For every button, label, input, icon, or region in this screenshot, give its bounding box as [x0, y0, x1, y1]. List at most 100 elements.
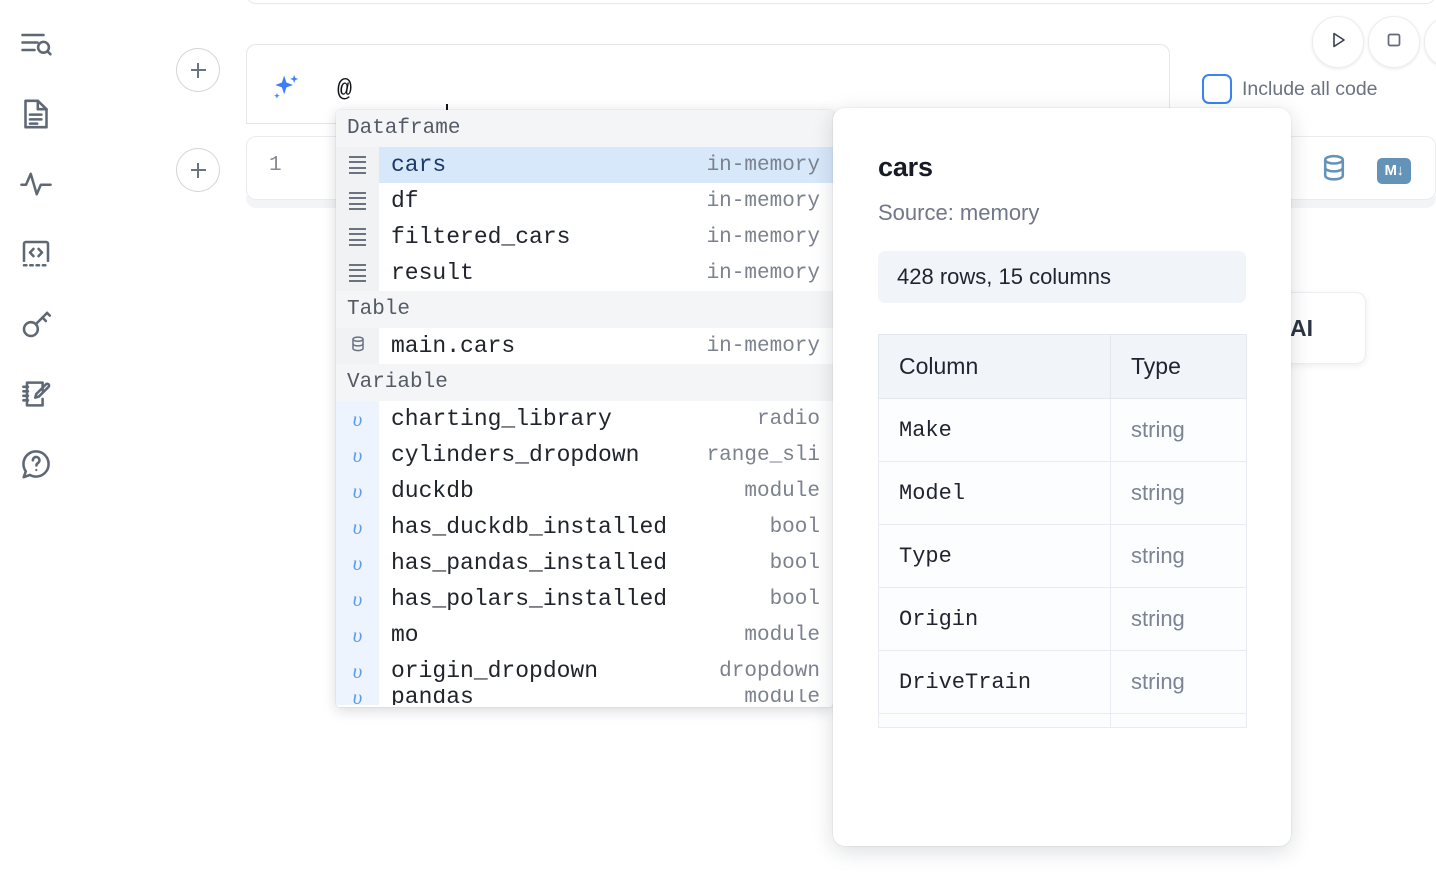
autocomplete-item-label: result	[391, 260, 474, 286]
left-icon-rail	[0, 0, 72, 874]
autocomplete-item-type: range_sli	[706, 443, 820, 467]
autocomplete-item-icon	[336, 219, 379, 255]
autocomplete-item-icon: υ	[336, 401, 379, 437]
doc-table-header-cell: Type	[1110, 334, 1247, 399]
question-chat-icon	[18, 446, 54, 482]
plus-icon	[190, 162, 206, 178]
stop-cell-button[interactable]	[1368, 16, 1420, 68]
completion-documentation-panel: cars Source: memory 428 rows, 15 columns…	[833, 108, 1291, 846]
doc-column-type	[1110, 713, 1247, 728]
autocomplete-item-type: bool	[769, 551, 820, 575]
activity-pulse-icon	[17, 165, 55, 203]
autocomplete-item-icon	[336, 183, 379, 219]
database-icon	[348, 334, 368, 359]
autocomplete-item-icon: υ	[336, 437, 379, 473]
autocomplete-item-label: main.cars	[391, 333, 516, 359]
autocomplete-item[interactable]: υ origin_dropdown dropdown	[336, 653, 833, 689]
database-icon[interactable]	[1317, 151, 1351, 190]
doc-column-type: string	[1110, 461, 1247, 525]
autocomplete-item-label: has_polars_installed	[391, 586, 668, 612]
autocomplete-group-header: Dataframe	[336, 110, 833, 147]
add-cell-button-bottom[interactable]	[176, 148, 220, 192]
sidebar-item-snippets[interactable]	[12, 228, 60, 280]
autocomplete-item-type: module	[744, 689, 820, 705]
autocomplete-item[interactable]: υ has_pandas_installed bool	[336, 545, 833, 581]
autocomplete-item-label: cars	[391, 152, 447, 178]
checkbox-box[interactable]	[1202, 74, 1232, 104]
sidebar-item-notebook[interactable]	[12, 88, 60, 140]
add-cell-button-top[interactable]	[176, 48, 220, 92]
cell-toolbar: M↓	[1317, 151, 1411, 190]
run-cell-button[interactable]	[1312, 16, 1364, 68]
autocomplete-item-type: radio	[756, 407, 820, 431]
variable-upsilon-icon: υ	[352, 658, 363, 683]
previous-cell-edge	[246, 0, 1436, 4]
doc-column-type: string	[1110, 524, 1247, 588]
autocomplete-item-type: module	[744, 623, 820, 647]
document-icon	[18, 96, 54, 132]
doc-table-row-partial	[878, 713, 1247, 728]
autocomplete-item-icon	[336, 147, 379, 183]
stop-square-icon	[1382, 28, 1406, 57]
plus-icon	[190, 62, 206, 78]
autocomplete-item-icon: υ	[336, 581, 379, 617]
doc-column-name: Type	[878, 524, 1111, 588]
file-explorer-search-icon	[18, 26, 54, 62]
doc-column-name	[878, 713, 1111, 728]
doc-source: Source: memory	[878, 200, 1040, 225]
doc-title: cars	[878, 152, 933, 182]
autocomplete-item-type: in-memory	[706, 153, 820, 177]
autocomplete-item-icon	[336, 255, 379, 291]
autocomplete-item[interactable]: main.cars in-memory	[336, 328, 833, 364]
doc-column-type: string	[1110, 650, 1247, 714]
variable-upsilon-icon: υ	[352, 478, 363, 503]
more-actions-button[interactable]	[1424, 16, 1436, 68]
autocomplete-item-label: charting_library	[391, 406, 612, 432]
variable-upsilon-icon: υ	[352, 406, 363, 431]
include-all-code-label: Include all code	[1242, 77, 1378, 100]
include-all-code-checkbox[interactable]: Include all code	[1202, 74, 1378, 104]
doc-shape-badge: 428 rows, 15 columns	[878, 251, 1246, 303]
autocomplete-item-label: df	[391, 188, 419, 214]
autocomplete-item-type: module	[744, 479, 820, 503]
autocomplete-item-label: has_pandas_installed	[391, 550, 668, 576]
variable-upsilon-icon: υ	[352, 550, 363, 575]
sidebar-item-secrets[interactable]	[12, 298, 60, 350]
autocomplete-item[interactable]: cars in-memory	[336, 147, 833, 183]
doc-column-type: string	[1110, 587, 1247, 651]
autocomplete-group-header: Table	[336, 291, 833, 328]
ai-prompt-input[interactable]: @	[337, 75, 353, 104]
autocomplete-item-label: filtered_cars	[391, 224, 571, 250]
sidebar-item-scratchpad[interactable]	[12, 368, 60, 420]
variable-upsilon-icon: υ	[352, 442, 363, 467]
autocomplete-item-label: origin_dropdown	[391, 658, 599, 684]
sidebar-item-help[interactable]	[12, 438, 60, 490]
ai-sparkle-icon	[269, 71, 305, 107]
autocomplete-item-type: in-memory	[706, 334, 820, 358]
autocomplete-item-label: pandas	[391, 689, 474, 705]
sidebar-item-file-explorer[interactable]	[12, 18, 60, 70]
doc-column-name: Model	[878, 461, 1111, 525]
autocomplete-item[interactable]: filtered_cars in-memory	[336, 219, 833, 255]
dataframe-rows-icon	[349, 191, 366, 211]
autocomplete-item-type: in-memory	[706, 225, 820, 249]
autocomplete-item[interactable]: υ charting_library radio	[336, 401, 833, 437]
dataframe-rows-icon	[349, 263, 366, 283]
sidebar-item-activity[interactable]	[12, 158, 60, 210]
autocomplete-item-type: dropdown	[719, 659, 820, 683]
markdown-badge[interactable]: M↓	[1377, 157, 1411, 184]
doc-column-name: Origin	[878, 587, 1111, 651]
doc-table-header-cell: Column	[878, 334, 1111, 399]
